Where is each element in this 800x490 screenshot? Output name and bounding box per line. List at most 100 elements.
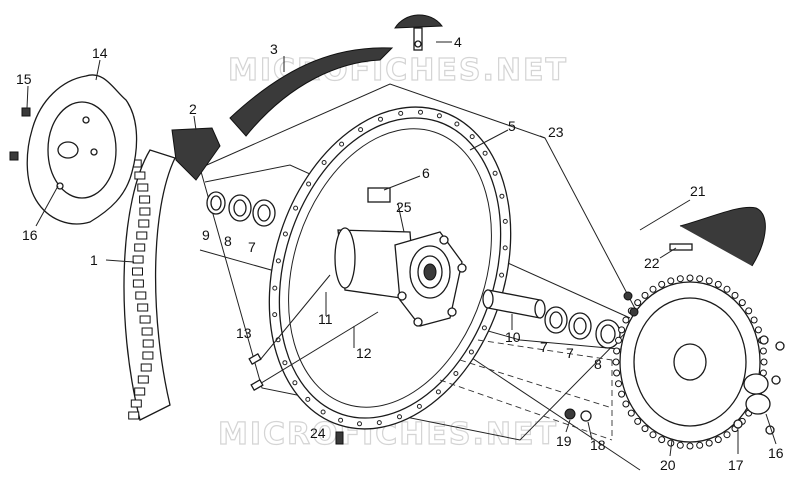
rim-hole bbox=[282, 231, 288, 237]
sprocket-tooth bbox=[613, 369, 621, 377]
rim-hole bbox=[469, 134, 475, 140]
callout-20: 20 bbox=[660, 457, 676, 473]
callout-3: 3 bbox=[270, 41, 278, 57]
callout-18: 18 bbox=[590, 437, 606, 453]
rim-hole bbox=[338, 417, 344, 423]
rim-hole bbox=[418, 109, 423, 115]
callout-22: 22 bbox=[644, 255, 660, 271]
rim-hole bbox=[453, 371, 459, 376]
callout-9: 9 bbox=[202, 227, 210, 243]
sprocket bbox=[612, 274, 768, 450]
sprocket-tooth bbox=[731, 291, 739, 299]
rim-hole bbox=[499, 272, 505, 278]
rim-hole bbox=[454, 121, 460, 127]
tyre-knob bbox=[142, 339, 154, 348]
rim-hole bbox=[468, 349, 474, 355]
sprocket-tooth bbox=[641, 291, 649, 299]
callout-14: 14 bbox=[92, 45, 108, 61]
rim-hole bbox=[293, 205, 299, 211]
rim-hole bbox=[436, 113, 442, 119]
inner-tube bbox=[229, 47, 394, 137]
sprocket-tooth bbox=[627, 409, 635, 417]
tyre-knob bbox=[137, 375, 149, 384]
tyre bbox=[123, 149, 176, 421]
sprocket-tooth bbox=[696, 441, 704, 449]
callout-17: 17 bbox=[728, 457, 744, 473]
rim-hole bbox=[416, 403, 422, 409]
rim-hole bbox=[499, 193, 505, 199]
rim-hole bbox=[481, 325, 487, 331]
tyre-knob bbox=[132, 267, 143, 276]
sprocket-tooth bbox=[615, 380, 622, 388]
callout-10: 10 bbox=[505, 329, 521, 345]
rim-hole bbox=[378, 116, 383, 122]
sprocket-tooth bbox=[705, 277, 713, 285]
sprocket-tooth bbox=[696, 275, 704, 283]
rim-hole bbox=[397, 414, 402, 420]
rim-hole bbox=[339, 141, 345, 147]
tyre-knobs bbox=[128, 159, 154, 420]
sprocket-tooth bbox=[723, 285, 731, 293]
callout-21: 21 bbox=[690, 183, 706, 199]
callout-5: 5 bbox=[508, 118, 516, 134]
callout-7b: 7 bbox=[540, 339, 548, 355]
rim-hole bbox=[357, 421, 362, 427]
tyre-knob bbox=[134, 387, 146, 396]
callout-7a: 7 bbox=[248, 239, 256, 255]
callout-23: 23 bbox=[548, 124, 564, 140]
tyre-knob bbox=[132, 279, 144, 288]
callout-13: 13 bbox=[236, 325, 252, 341]
sprocket-tooth bbox=[658, 280, 666, 288]
callout-12: 12 bbox=[356, 345, 372, 361]
bearings-right bbox=[544, 306, 621, 349]
hub bbox=[334, 227, 467, 327]
callouts: 1 2 3 4 5 6 7 7 7 8 8 9 10 11 12 13 14 1… bbox=[16, 34, 784, 473]
label-box bbox=[367, 187, 391, 203]
rim-hole bbox=[376, 420, 382, 426]
sprocket-spacer bbox=[743, 373, 771, 415]
sprocket-tooth bbox=[649, 285, 657, 293]
sprocket-tooth bbox=[618, 390, 626, 398]
sprocket-tooth bbox=[686, 274, 694, 282]
tyre-knob bbox=[137, 183, 149, 192]
brake-disc bbox=[26, 74, 138, 225]
bearings-left bbox=[206, 191, 276, 227]
sprocket-tooth bbox=[649, 431, 657, 439]
rim-hole bbox=[482, 150, 488, 156]
tyre-knob bbox=[130, 399, 142, 408]
rim-hole bbox=[358, 127, 364, 133]
callout-8b: 8 bbox=[594, 356, 602, 372]
sprocket-tooth bbox=[723, 431, 731, 439]
callout-25: 25 bbox=[396, 199, 412, 215]
sprocket-tooth bbox=[622, 316, 630, 324]
sprocket-tooth bbox=[634, 417, 642, 425]
callout-15: 15 bbox=[16, 71, 32, 87]
sprocket-tooth bbox=[754, 326, 762, 334]
sprocket-tooth bbox=[760, 358, 768, 366]
callout-16a: 16 bbox=[22, 227, 38, 243]
sprocket-tooth bbox=[738, 299, 746, 307]
rim-band bbox=[171, 127, 221, 181]
rim-hole bbox=[321, 160, 327, 165]
sprocket-tooth bbox=[676, 275, 684, 283]
tyre-knob bbox=[139, 315, 151, 324]
rim-hole bbox=[492, 170, 498, 176]
sprocket-tooth bbox=[634, 299, 642, 307]
tyre-knob bbox=[139, 207, 151, 216]
sprocket-tooth bbox=[759, 347, 767, 355]
tyre-knob bbox=[141, 327, 153, 336]
rim-hole bbox=[306, 181, 312, 187]
sprocket-tooth bbox=[613, 347, 621, 355]
sprocket-tooth bbox=[658, 436, 666, 444]
sprocket-tooth bbox=[612, 358, 620, 366]
rim-hole bbox=[272, 285, 278, 291]
tyre-knob bbox=[135, 291, 147, 300]
leader-lines bbox=[26, 41, 777, 457]
disc-bolts bbox=[9, 107, 31, 161]
callout-16b: 16 bbox=[768, 445, 784, 461]
spokes bbox=[248, 274, 379, 391]
tyre-knob bbox=[136, 231, 148, 240]
sprocket-tooth bbox=[667, 439, 675, 447]
rim-hole bbox=[502, 245, 508, 251]
